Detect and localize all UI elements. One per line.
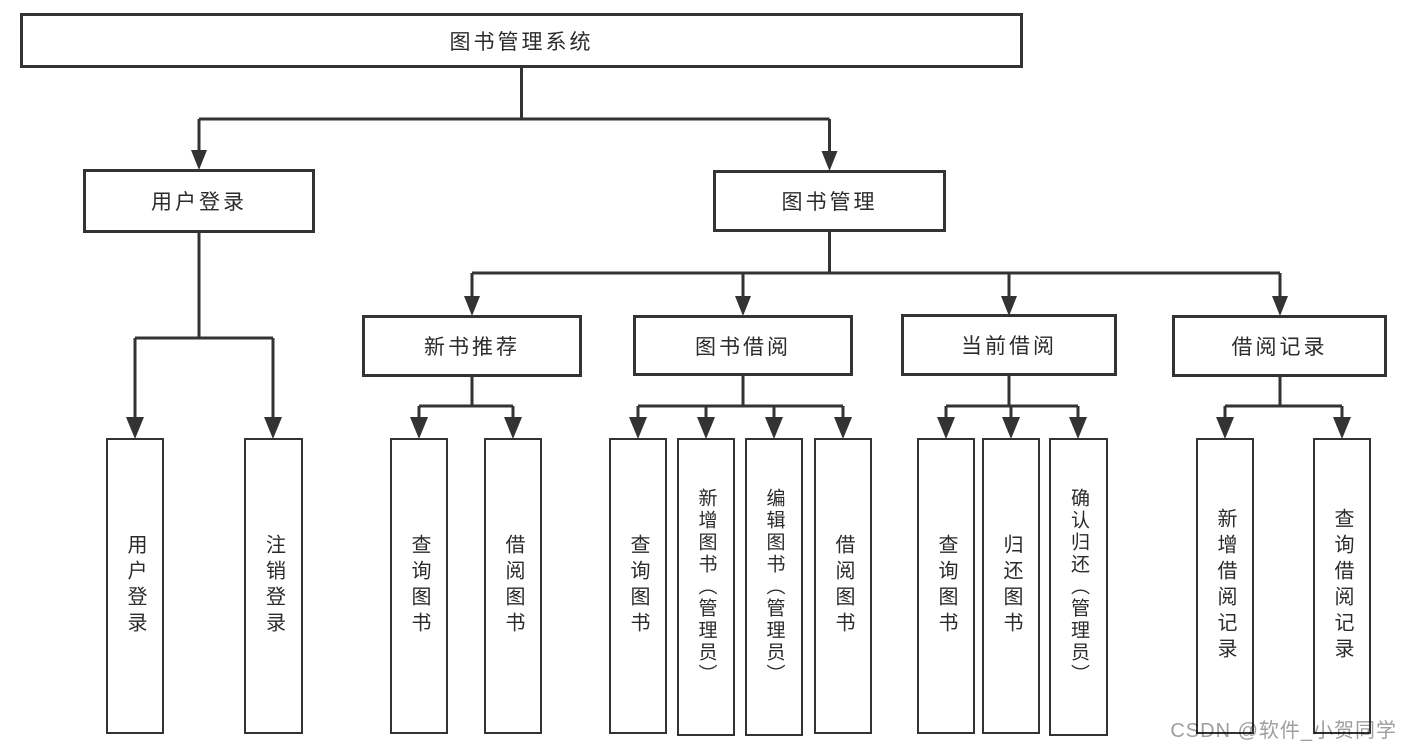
leaf-return-books: 归还图书 bbox=[982, 438, 1040, 734]
node-book-borrow-label: 图书借阅 bbox=[695, 335, 791, 359]
node-borrow-records: 借阅记录 bbox=[1172, 315, 1387, 377]
leaf-confirm-return-admin: 确认归还（管理员） bbox=[1049, 438, 1108, 736]
node-user-login: 用户登录 bbox=[83, 169, 315, 233]
leaf-rec-query-books: 查询图书 bbox=[390, 438, 448, 734]
node-new-book-rec: 新书推荐 bbox=[362, 315, 582, 377]
node-book-mgmt-label: 图书管理 bbox=[781, 191, 878, 214]
root-node: 图书管理系统 bbox=[20, 13, 1023, 68]
leaf-add-books-admin: 新增图书（管理员） bbox=[677, 438, 735, 736]
leaf-label: 借阅图书 bbox=[502, 534, 524, 638]
leaf-current-query-books: 查询图书 bbox=[917, 438, 975, 734]
leaf-logout: 注销登录 bbox=[244, 438, 303, 734]
leaf-borrow-books: 借阅图书 bbox=[814, 438, 872, 734]
leaf-label: 查询图书 bbox=[935, 534, 957, 638]
node-borrow-records-label: 借阅记录 bbox=[1231, 336, 1328, 359]
node-book-mgmt: 图书管理 bbox=[713, 170, 946, 232]
leaf-label: 用户登录 bbox=[124, 534, 146, 638]
leaf-add-borrow-record: 新增借阅记录 bbox=[1196, 438, 1254, 734]
node-current-borrow-label: 当前借阅 bbox=[961, 335, 1057, 358]
leaf-label: 借阅图书 bbox=[832, 534, 854, 638]
leaf-rec-borrow-books: 借阅图书 bbox=[484, 438, 542, 734]
leaf-user-login: 用户登录 bbox=[106, 438, 164, 734]
leaf-label: 新增借阅记录 bbox=[1214, 508, 1236, 664]
leaf-label: 查询图书 bbox=[408, 534, 430, 638]
leaf-label: 查询图书 bbox=[627, 534, 649, 638]
node-user-login-label: 用户登录 bbox=[151, 191, 247, 214]
leaf-label: 确认归还（管理员） bbox=[1068, 488, 1089, 686]
leaf-edit-books-admin: 编辑图书（管理员） bbox=[745, 438, 803, 736]
leaf-label: 查询借阅记录 bbox=[1331, 508, 1353, 664]
leaf-label: 归还图书 bbox=[1000, 534, 1022, 638]
leaf-label: 编辑图书（管理员） bbox=[763, 488, 785, 686]
leaf-borrow-query-books: 查询图书 bbox=[609, 438, 667, 734]
node-current-borrow: 当前借阅 bbox=[901, 314, 1117, 376]
leaf-label: 注销登录 bbox=[262, 534, 285, 638]
csdn-watermark: CSDN @软件_小贺同学 bbox=[1170, 720, 1397, 742]
node-new-book-rec-label: 新书推荐 bbox=[424, 336, 520, 359]
leaf-query-borrow-record: 查询借阅记录 bbox=[1313, 438, 1371, 734]
leaf-label: 新增图书（管理员） bbox=[695, 488, 717, 686]
root-node-label: 图书管理系统 bbox=[449, 30, 594, 54]
node-book-borrow: 图书借阅 bbox=[633, 315, 853, 376]
